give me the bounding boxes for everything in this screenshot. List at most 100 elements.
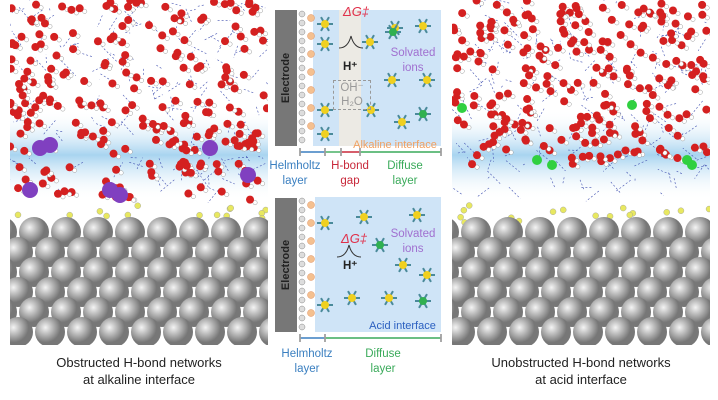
metal-atom — [701, 318, 710, 345]
hydrogen-atom — [482, 33, 488, 39]
hydrogen-bond — [184, 29, 196, 44]
hydrogen-atom — [690, 16, 696, 22]
hydrogen-atom — [481, 62, 486, 67]
hydrogen-atom — [531, 75, 537, 81]
hydrogen-bond — [235, 50, 242, 54]
anion — [419, 297, 427, 305]
oxygen-atom — [132, 73, 141, 82]
metal-atom — [51, 217, 81, 247]
oxygen-atom — [44, 77, 53, 86]
oxygen-atom — [245, 0, 254, 9]
oxygen-atom — [516, 125, 525, 134]
hydrogen-bond — [652, 137, 661, 144]
oxygen-atom — [509, 15, 518, 24]
oxygen-atom — [68, 29, 77, 38]
hydrogen-atom — [136, 88, 142, 94]
oxygen-atom — [655, 102, 664, 111]
oxygen-atom — [35, 30, 44, 39]
oxygen-atom — [655, 145, 664, 154]
acid-molecular-render — [452, 0, 710, 345]
oxygen-atom — [52, 51, 61, 60]
hydrogen-atom — [165, 81, 171, 87]
metal-atom — [605, 237, 635, 267]
hydrogen-atom — [260, 181, 266, 187]
oxygen-atom — [642, 99, 651, 108]
hydrogen-atom — [502, 132, 508, 138]
hydrogen-atom — [260, 133, 266, 139]
hydrogen-bond — [167, 83, 181, 93]
metal-atom — [147, 297, 177, 327]
cation — [399, 261, 407, 269]
oxygen-atom — [469, 101, 478, 110]
metal-atom — [637, 237, 667, 267]
hydrogen-bond — [54, 130, 63, 132]
metal-atom — [259, 318, 268, 345]
hydrogen-atom — [476, 105, 482, 111]
hydrogen-atom — [587, 21, 593, 27]
hydrogen-bond — [245, 155, 251, 163]
hydrogen-atom — [118, 170, 124, 176]
hydrogen-atom — [116, 36, 121, 42]
hydrogen-atom — [24, 37, 29, 43]
oxygen-atom — [584, 28, 593, 37]
hydrogen-atom — [21, 110, 27, 116]
surface-atom — [298, 197, 306, 205]
oxygen-atom — [53, 101, 62, 110]
hydrogen-bond — [619, 112, 625, 121]
hydrogen-atom — [163, 48, 168, 54]
oxygen-atom — [657, 17, 666, 26]
hydrogen-atom — [563, 140, 569, 146]
hydrogen-atom — [21, 84, 27, 90]
oxygen-atom — [567, 153, 576, 162]
oxygen-atom — [21, 175, 30, 184]
hydrogen-bond — [221, 158, 230, 173]
hydrogen-bond — [656, 34, 660, 39]
hydrogen-bond — [207, 189, 219, 203]
hydrogen-bond — [229, 74, 238, 78]
oxygen-atom — [631, 122, 640, 131]
hydrogen-atom — [681, 118, 687, 124]
hydrogen-atom — [178, 56, 184, 62]
hydrogen-bond — [266, 38, 268, 41]
oxygen-atom — [21, 99, 30, 108]
hydrogen-bond — [537, 126, 541, 137]
oxygen-atom — [545, 124, 554, 133]
oxygen-atom — [642, 107, 651, 116]
hydrogen-atom — [34, 19, 40, 25]
hydrogen-atom — [552, 128, 558, 134]
oxygen-atom — [617, 0, 626, 9]
hydrogen-atom — [25, 96, 31, 101]
oxygen-atom — [88, 132, 97, 141]
hydrogen-bond — [198, 24, 205, 32]
metal-atom — [35, 317, 65, 345]
hydrogen-bond — [188, 106, 197, 108]
hydrogen-atom — [525, 52, 531, 58]
electrode: Electrode — [275, 10, 297, 146]
oxygen-atom — [692, 67, 701, 76]
hydrogen-atom — [255, 141, 261, 147]
hydrogen-bond — [682, 147, 697, 160]
hydrogen-bond — [11, 30, 22, 46]
hydrogen-atom — [116, 9, 122, 15]
oxygen-atom — [147, 76, 156, 85]
hydrogen-bond — [78, 52, 92, 57]
hydrogen-atom — [612, 57, 618, 63]
hydrogen-atom — [594, 133, 600, 139]
hydrogen-bond — [63, 34, 73, 47]
metal-atom — [131, 277, 161, 307]
hydrogen-atom — [48, 170, 54, 176]
hydrogen-bond — [487, 170, 502, 185]
hydrogen-bond — [266, 39, 268, 44]
hydrogen-atom — [553, 91, 558, 97]
hydrogen-atom — [633, 44, 639, 50]
hydrogen-atom — [252, 200, 258, 206]
oxygen-atom — [234, 159, 243, 168]
hydrogen-bond — [673, 59, 684, 72]
hydrogen-atom — [673, 80, 679, 86]
hydrogen-bond — [203, 170, 216, 181]
hydrogen-bond — [610, 181, 622, 194]
oxygen-atom — [53, 189, 62, 198]
alkaline-schematic: Electrode ΔG‡ H⁺ OH⁻ H₂O Solvated ions A… — [265, 0, 455, 195]
hydrogen-atom — [128, 110, 133, 116]
metal-atom — [99, 317, 129, 345]
